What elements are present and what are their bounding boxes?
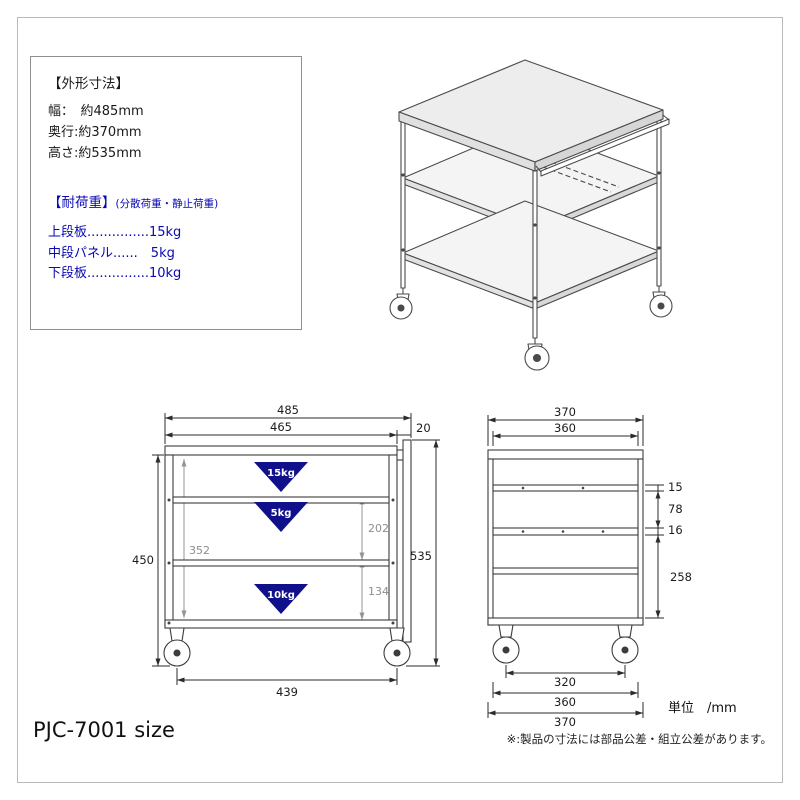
front-view-drawing: 15kg 5kg 10kg 485 465 20 450 352 202 134… [132, 403, 440, 699]
side-top-board [487, 449, 644, 460]
side-view-drawing: 370 360 15 78 16 258 320 360 370 [487, 405, 692, 729]
spec-height: 高さ:約535mm [48, 145, 142, 161]
side-caster-front [611, 624, 639, 664]
front-lower-rail [172, 559, 390, 567]
dim-label-258: 258 [670, 570, 692, 584]
tolerance-note: ※:製品の寸法には部品公差・組立公差があります。 [506, 732, 772, 746]
front-left-leg [164, 454, 174, 629]
front-dim-lines [152, 413, 440, 685]
load-triangle-top [254, 462, 308, 492]
iso-handle-bar [535, 114, 670, 177]
dim-label-360-bottom: 360 [554, 695, 576, 709]
dim-label-370-top: 370 [554, 405, 576, 419]
dim-label-320: 320 [554, 675, 576, 689]
iso-caster-right [649, 286, 673, 318]
front-screw-dots [167, 498, 395, 625]
load-title-sub: (分散荷重・静止荷重) [115, 198, 219, 211]
dim-label-16: 16 [668, 523, 683, 537]
dim-label-465: 465 [270, 420, 292, 434]
dim-label-20: 20 [416, 421, 431, 435]
dim-label-78: 78 [668, 502, 683, 516]
side-bottom-board [492, 567, 639, 575]
load-triangle-middle [254, 502, 308, 532]
dim-label-352: 352 [189, 544, 210, 557]
front-caster-right [383, 627, 411, 667]
iso-caster-front [524, 338, 550, 371]
spec-box: 【外形寸法】 幅： 約485mm 奥行:約370mm 高さ:約535mm 【耐荷… [30, 56, 302, 330]
front-bottom-board [164, 619, 398, 629]
load-title-main: 【耐荷重】 [48, 195, 116, 212]
dim-label-485: 485 [277, 403, 299, 417]
side-bottom-frame [487, 617, 644, 626]
load-triangle-top-label: 15kg [267, 468, 295, 479]
side-dim-lines [487, 415, 664, 718]
front-inner-dim-lines [181, 459, 365, 620]
side-upper-rail [492, 484, 639, 492]
dim-label-15: 15 [668, 480, 683, 494]
model-label: PJC-7001 size [33, 718, 175, 742]
load-triangle-bottom [254, 584, 308, 614]
iso-right-leg [656, 118, 662, 287]
iso-caster-left [389, 288, 413, 320]
side-front-leg [637, 458, 644, 626]
front-cart-body [163, 439, 412, 667]
load-top-board: 上段板...............15kg [48, 225, 182, 241]
dim-label-202: 202 [368, 522, 389, 535]
dim-label-450: 450 [132, 553, 154, 567]
load-middle-panel: 中段パネル...... 5kg [48, 245, 175, 261]
side-cart-body [487, 449, 644, 664]
dim-label-439: 439 [276, 685, 298, 699]
dim-label-370-bottom: 370 [554, 715, 576, 729]
iso-top-board [398, 59, 664, 172]
load-triangles: 15kg 5kg 10kg [254, 462, 308, 614]
side-caster-back [492, 624, 520, 664]
side-middle-rail [492, 527, 639, 536]
dim-label-535: 535 [410, 549, 432, 563]
outer-border [17, 17, 783, 783]
iso-bottom-board [402, 200, 660, 310]
isometric-view [389, 59, 673, 371]
spec-width: 幅： 約485mm [48, 104, 144, 119]
side-back-leg [487, 458, 494, 626]
dimensions-section-title: 【外形寸法】 [48, 76, 129, 92]
dim-label-134: 134 [368, 585, 389, 598]
front-handle-bar [402, 439, 412, 643]
front-top-board [164, 445, 398, 456]
side-screw-dots [521, 486, 605, 533]
load-section-title: 【耐荷重】(分散荷重・静止荷重) [48, 191, 284, 211]
iso-front-leg [532, 170, 538, 339]
dim-label-360-top: 360 [554, 421, 576, 435]
iso-screw-dots [401, 171, 661, 300]
load-triangle-bottom-label: 10kg [267, 590, 295, 601]
front-right-leg [388, 454, 398, 629]
iso-left-leg [400, 120, 406, 289]
front-caster-left [163, 627, 191, 667]
unit-label: 単位 /mm [668, 701, 737, 716]
load-triangle-middle-label: 5kg [271, 508, 292, 519]
spec-depth: 奥行:約370mm [48, 124, 142, 140]
load-bottom-board: 下段板...............10kg [48, 265, 182, 281]
